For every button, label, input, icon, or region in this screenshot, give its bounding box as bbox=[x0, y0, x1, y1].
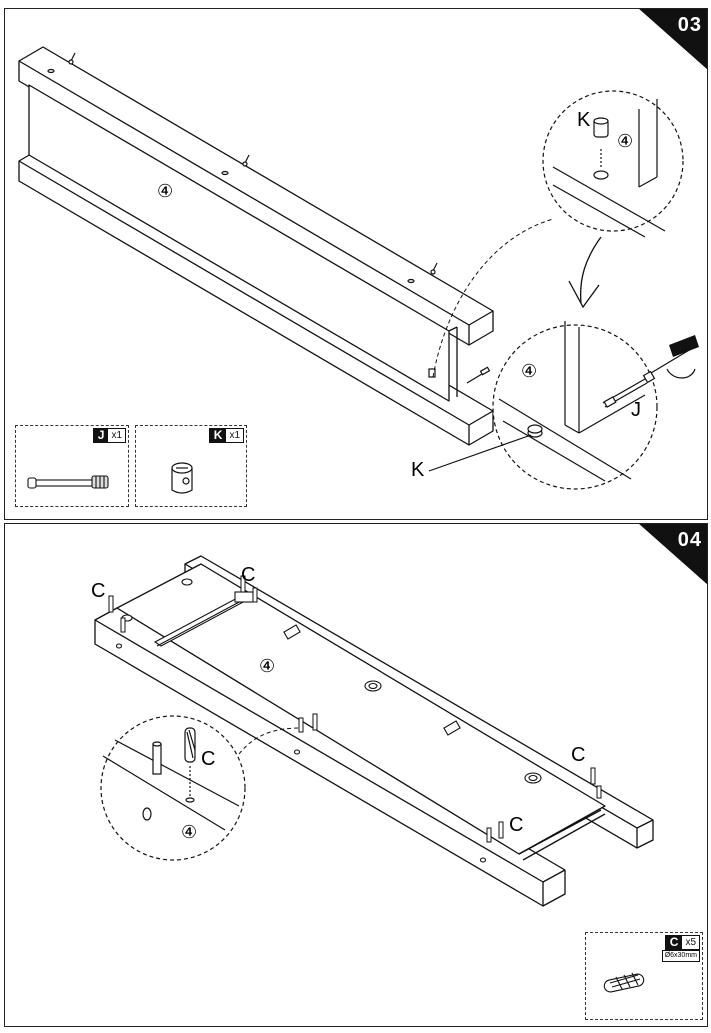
detail-part-c-label: C bbox=[201, 748, 216, 770]
step-number-badge: 03 bbox=[638, 9, 707, 70]
part-j-tag: J x1 bbox=[92, 428, 126, 443]
detail-circle bbox=[100, 715, 246, 861]
part-k-letter: K bbox=[209, 429, 227, 442]
part-c-label-3: C bbox=[571, 744, 586, 766]
side-panel bbox=[28, 84, 450, 402]
step-number-badge: 04 bbox=[638, 524, 707, 585]
detail-top-panel-number: ④ bbox=[617, 131, 634, 151]
part-c-box: C x5 Ø6x30mm bbox=[585, 932, 703, 1020]
part-k-label-top: K bbox=[577, 109, 591, 131]
panel-number-label: ④ bbox=[157, 181, 174, 201]
part-j-qty: x1 bbox=[108, 429, 125, 442]
part-k-label-bottom: K bbox=[411, 459, 425, 481]
part-k-box: K x1 bbox=[135, 425, 247, 507]
part-c-letter: C bbox=[665, 936, 683, 949]
part-c-spec: Ø6x30mm bbox=[661, 950, 700, 962]
step-03-panel: 03 ④ K ④ ④ J K J x1 K x1 bbox=[4, 8, 708, 520]
part-c-tag: C x5 bbox=[664, 935, 700, 950]
step-number: 04 bbox=[677, 529, 702, 551]
detail-bottom-panel-number: ④ bbox=[521, 361, 538, 381]
panel-number-label: ④ bbox=[259, 656, 276, 676]
part-k-tag: K x1 bbox=[208, 428, 244, 443]
part-c-qty: x5 bbox=[682, 936, 699, 949]
part-j-letter: J bbox=[93, 429, 109, 442]
cam-lock-icon bbox=[171, 462, 193, 494]
top-rail bbox=[18, 46, 494, 346]
bolt-icon bbox=[27, 475, 109, 489]
part-k-qty: x1 bbox=[226, 429, 243, 442]
part-c-label-2: C bbox=[241, 564, 256, 586]
step-04-panel: 04 ④ C C C C C ④ C x5 Ø6x30mm bbox=[4, 523, 708, 1027]
step-number: 03 bbox=[677, 14, 702, 36]
detail-top-circle bbox=[542, 90, 684, 232]
dowel-icon bbox=[603, 972, 645, 993]
part-j-label: J bbox=[631, 399, 641, 421]
detail-panel-number: ④ bbox=[181, 822, 198, 842]
part-c-label-4: C bbox=[509, 814, 524, 836]
part-c-label-1: C bbox=[91, 580, 106, 602]
step-04-drawing bbox=[94, 555, 654, 907]
part-j-box: J x1 bbox=[15, 425, 129, 507]
detail-bottom-circle bbox=[492, 324, 658, 490]
step-03-drawing bbox=[18, 46, 699, 490]
